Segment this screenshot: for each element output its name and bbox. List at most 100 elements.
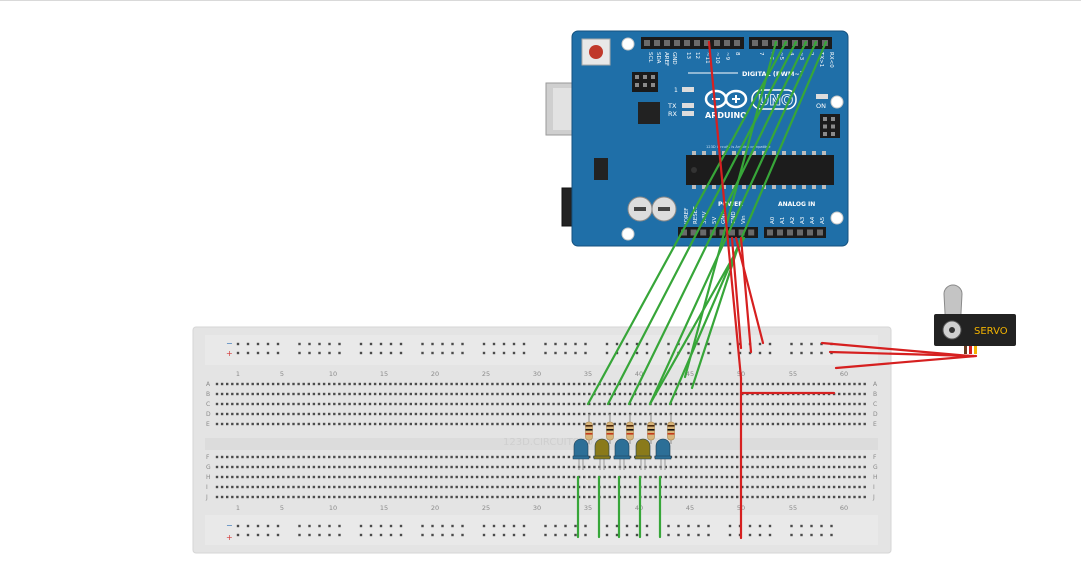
breadboard-hole (511, 485, 514, 489)
breadboard-hole (496, 465, 499, 469)
breadboard-hole (695, 455, 698, 459)
breadboard-hole (491, 412, 494, 416)
breadboard-hole (685, 495, 688, 499)
breadboard-hole (736, 422, 739, 426)
col-num: 30 (533, 370, 541, 378)
breadboard-hole (802, 465, 805, 469)
col-num: 5 (280, 370, 284, 378)
breadboard-hole (567, 422, 571, 426)
breadboard-hole (287, 392, 290, 396)
red-power-wire (707, 40, 743, 380)
breadboard-hole (552, 392, 555, 396)
breadboard-hole (236, 475, 239, 479)
rail-hole (677, 533, 680, 537)
breadboard-hole (730, 495, 734, 499)
center-channel (205, 438, 878, 450)
breadboard-hole (236, 402, 239, 406)
breadboard-hole (807, 485, 810, 489)
rail-hole (256, 533, 260, 537)
rail-hole (728, 533, 732, 537)
breadboard-hole (593, 475, 596, 479)
breadboard-hole (654, 475, 657, 479)
breadboard-hole (496, 485, 499, 489)
rail-hole (584, 351, 587, 355)
servo-motor[interactable]: SERVO (934, 284, 1016, 354)
breadboard-hole (481, 465, 484, 469)
breadboard-hole (649, 485, 652, 489)
breadboard-hole (419, 422, 423, 426)
breadboard-hole (277, 392, 280, 396)
breadboard-hole (700, 455, 703, 459)
breadboard-hole (838, 392, 841, 396)
breadboard-hole (328, 382, 331, 386)
breadboard-hole (261, 392, 265, 396)
rail-hole (266, 351, 270, 355)
mounting-hole (830, 95, 844, 109)
breadboard-hole (450, 485, 453, 489)
breadboard-hole (537, 485, 540, 489)
breadboard-hole (516, 455, 520, 459)
breadboard-hole (312, 455, 316, 459)
power-pin-label: RESET (693, 206, 699, 224)
breadboard-hole (639, 422, 642, 426)
breadboard-hole (455, 495, 458, 499)
breadboard-hole (220, 485, 224, 489)
header-hole (729, 229, 735, 236)
breadboard-hole (792, 465, 795, 469)
breadboard-hole (317, 402, 321, 406)
reset-button[interactable] (589, 45, 603, 59)
rail-hole (707, 533, 710, 537)
breadboard-hole (776, 455, 780, 459)
breadboard-hole (465, 455, 469, 459)
breadboard-hole (475, 485, 479, 489)
breadboard-hole (848, 422, 851, 426)
breadboard-hole (603, 422, 606, 426)
breadboard-hole (822, 485, 826, 489)
breadboard-hole (297, 422, 300, 426)
breadboard-hole (445, 402, 448, 406)
arduino-uno-board[interactable]: 1 TX RX ON ARDUINO UNO 123D Circuits is … (545, 30, 849, 247)
breadboard-hole (710, 422, 713, 426)
red-servo-wire (820, 341, 972, 358)
breadboard-hole (435, 485, 438, 489)
breadboard-hole (496, 455, 499, 459)
breadboard-hole (797, 465, 800, 469)
breadboard-hole (215, 475, 219, 479)
breadboard-hole (664, 412, 667, 416)
breadboard-hole (241, 402, 244, 406)
breadboard-hole (588, 465, 591, 469)
breadboard-hole (358, 485, 361, 489)
breadboard-hole (384, 485, 387, 489)
breadboard-hole (414, 392, 418, 396)
breadboard-hole (792, 382, 795, 386)
breadboard-hole (394, 412, 397, 416)
rail-hole (605, 524, 609, 528)
rail-hole (554, 351, 557, 355)
breadboard-hole (312, 422, 316, 426)
breadboard-hole (384, 455, 387, 459)
breadboard-hole (547, 382, 550, 386)
breadboard-hole (537, 465, 540, 469)
breadboard-hole (363, 412, 367, 416)
breadboard-hole (445, 412, 448, 416)
breadboard-hole (654, 465, 657, 469)
breadboard-hole (547, 412, 550, 416)
rail-hole (810, 533, 813, 537)
capacitor-mark (634, 207, 646, 211)
breadboard[interactable]: 123D.CIRCUITS.IO − + − + 1 5 10 15 20 25… (192, 326, 892, 554)
breadboard-hole (664, 422, 667, 426)
breadboard-hole (516, 382, 520, 386)
rail-hole (441, 524, 444, 528)
breadboard-hole (725, 402, 729, 406)
breadboard-hole (363, 485, 367, 489)
breadboard-hole (618, 422, 622, 426)
breadboard-hole (547, 455, 550, 459)
rail-hole (256, 351, 260, 355)
breadboard-hole (542, 382, 545, 386)
resistor (667, 421, 675, 441)
breadboard-hole (317, 495, 321, 499)
breadboard-hole (664, 475, 667, 479)
header-hole (762, 40, 768, 46)
chip-pin (732, 151, 736, 155)
